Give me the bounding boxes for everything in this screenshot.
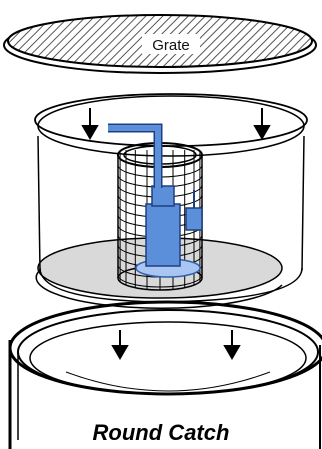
arrow-down-icon xyxy=(113,330,127,358)
down-arrows xyxy=(83,108,269,138)
arrow-down-icon xyxy=(225,330,239,358)
float-switch xyxy=(186,208,202,230)
diagram-caption: Round Catch xyxy=(0,420,322,446)
sump-pump xyxy=(136,186,202,277)
pump-body xyxy=(146,204,180,266)
arrow-down-icon xyxy=(83,108,97,138)
grate: Grate xyxy=(4,15,316,73)
pump-motor-cap xyxy=(152,186,174,206)
grate-label: Grate xyxy=(152,37,190,54)
discharge-pipe xyxy=(108,128,158,188)
arrow-down-icon xyxy=(255,108,269,138)
